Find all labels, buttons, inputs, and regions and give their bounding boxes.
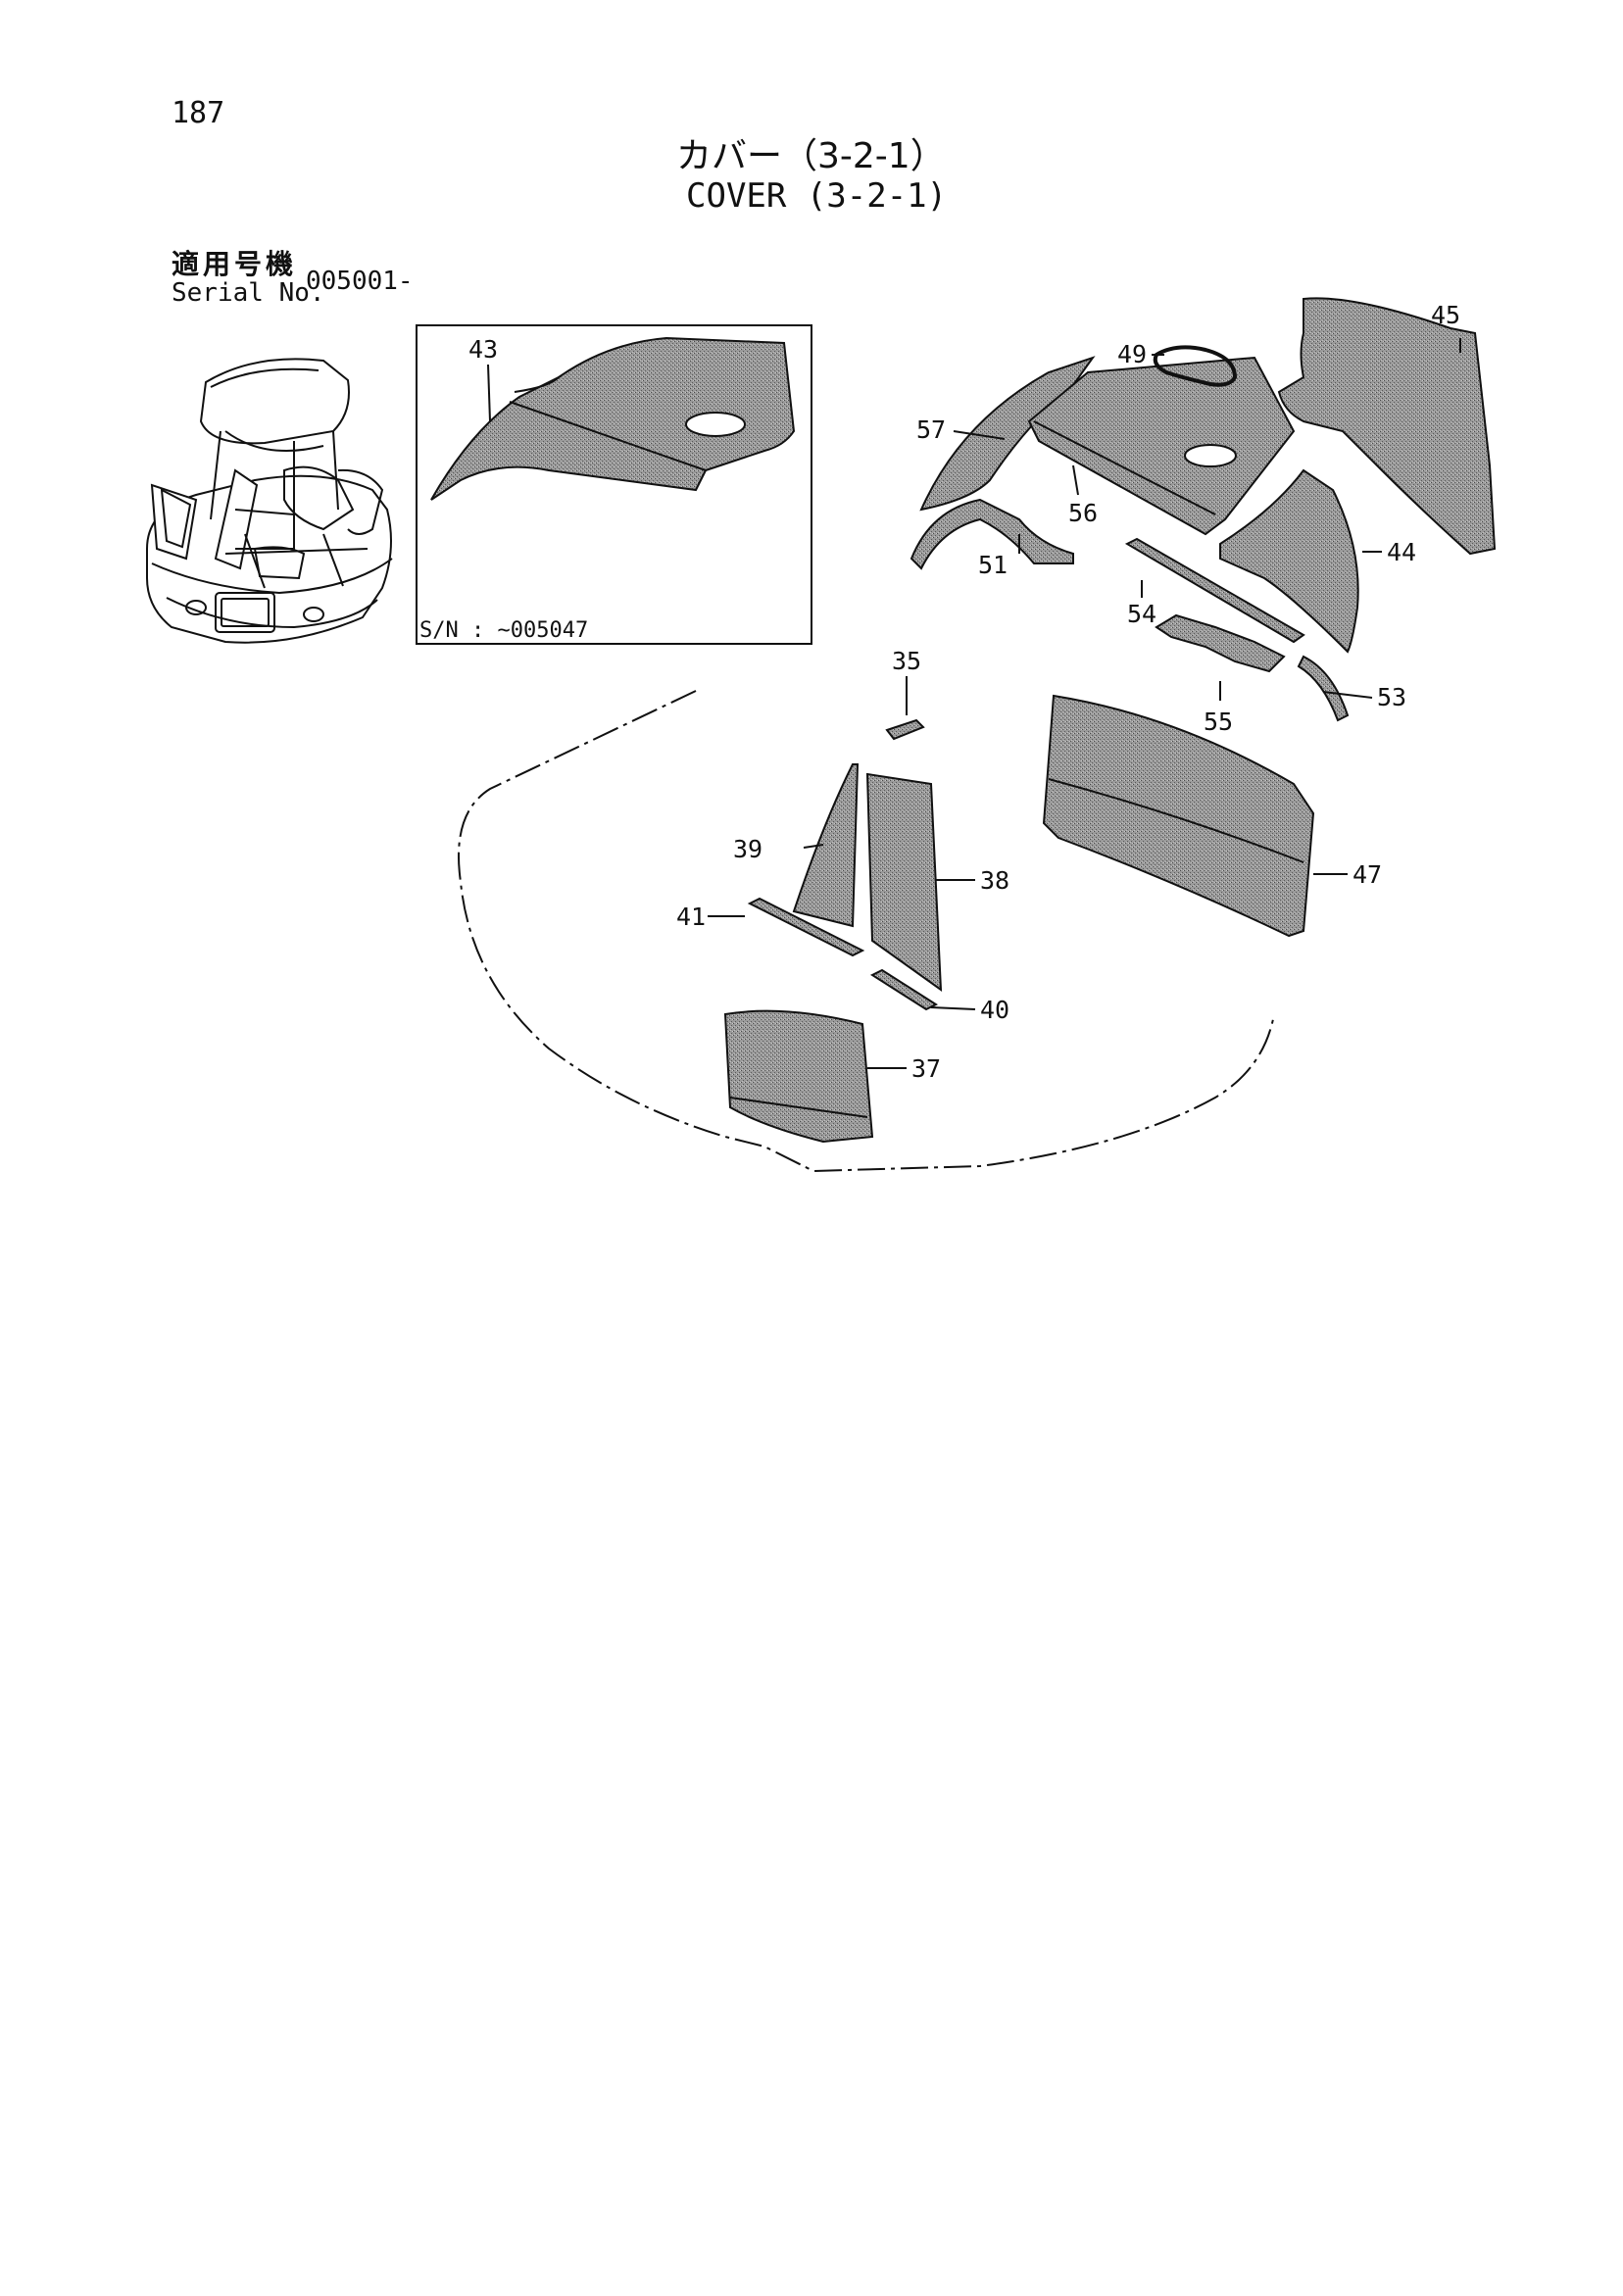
part-40-shape <box>869 968 939 1011</box>
callout-47: 47 <box>1352 860 1382 889</box>
page-number: 187 <box>172 96 225 130</box>
callout-40: 40 <box>980 996 1009 1024</box>
callout-51: 51 <box>978 551 1008 579</box>
callout-44: 44 <box>1387 538 1416 566</box>
callout-43: 43 <box>468 335 498 364</box>
part-56-shape <box>1027 356 1296 536</box>
callout-57: 57 <box>916 415 946 444</box>
callout-54: 54 <box>1127 600 1156 628</box>
part-47-shape <box>1042 694 1315 938</box>
group-outline <box>458 690 1275 1173</box>
part-39-shape <box>792 763 860 928</box>
part-49-shape <box>1153 345 1238 387</box>
part-57-shape <box>919 356 1096 512</box>
callout-38: 38 <box>980 866 1009 895</box>
part-45-shape <box>1277 297 1497 556</box>
part-37-shape <box>723 1009 874 1144</box>
part-35-shape <box>885 718 925 741</box>
part-55-shape <box>1155 613 1286 673</box>
page-title-jp: カバー（3-2-1） <box>676 136 946 176</box>
callout-53: 53 <box>1377 683 1406 711</box>
part-54-shape <box>1124 537 1305 644</box>
leader-lines <box>708 338 1461 1069</box>
part-44-shape <box>1219 468 1359 654</box>
part-41-shape <box>747 897 865 957</box>
serial-number-value: 005001- <box>306 267 414 296</box>
callout-41: 41 <box>676 903 706 931</box>
part-53-shape <box>1297 655 1350 722</box>
part-51-shape <box>910 498 1074 570</box>
callout-35: 35 <box>892 647 921 675</box>
machine-overview-illustration <box>146 358 393 644</box>
callout-39: 39 <box>733 835 762 863</box>
callout-56: 56 <box>1068 499 1098 527</box>
serial-label-jp: 適用号機 <box>172 248 298 280</box>
callout-55: 55 <box>1204 708 1233 736</box>
serial-label-en: Serial No. <box>172 278 325 308</box>
callout-37: 37 <box>911 1054 941 1083</box>
callout-49: 49 <box>1117 340 1147 368</box>
part-38-shape <box>865 772 943 993</box>
inset-serial-note: S/N : ~005047 <box>419 618 588 643</box>
page-title-en: COVER (3-2-1) <box>686 176 948 216</box>
inset-frame <box>416 324 812 645</box>
callout-45: 45 <box>1431 301 1460 329</box>
